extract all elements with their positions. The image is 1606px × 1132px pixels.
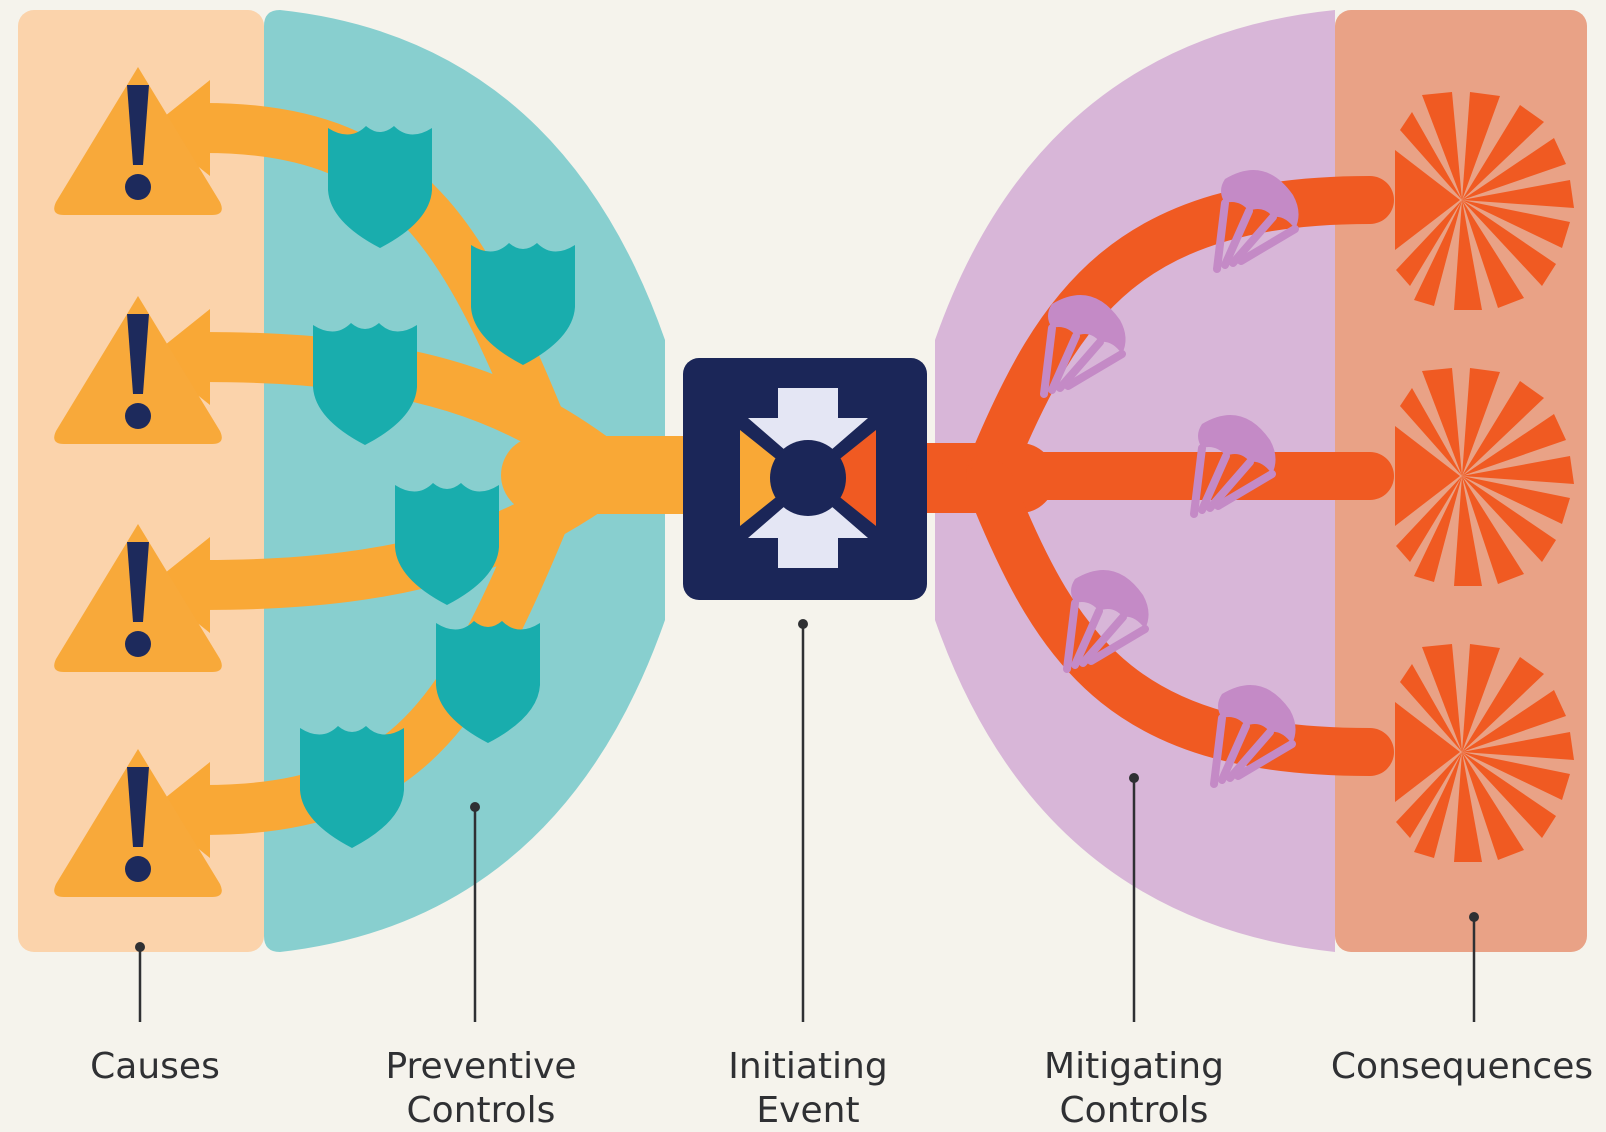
cause-flow-4 (180, 455, 585, 835)
cause-flow-1 (180, 103, 585, 495)
causes-panel (18, 10, 264, 952)
consequences-label: Consequences (1331, 1046, 1593, 1087)
cause-arrowheads (150, 80, 210, 858)
leader-lines (135, 619, 1479, 1022)
preventive-controls-label-line2: Controls (407, 1090, 556, 1131)
labels: Causes Preventive Controls Initiating Ev… (90, 1046, 1593, 1131)
compress-arrows-icon (748, 388, 868, 568)
initiating-event-label-line2: Event (756, 1090, 859, 1131)
consequence-arrowheads (1395, 150, 1460, 802)
preventive-controls-label-line1: Preventive (385, 1046, 576, 1087)
initiating-event-label-line1: Initiating (728, 1046, 887, 1087)
mitigating-controls-label-line2: Controls (1060, 1090, 1209, 1131)
causes-label: Causes (90, 1046, 220, 1087)
mitigating-controls-label-line1: Mitigating (1044, 1046, 1224, 1087)
consequence-flow-3 (966, 460, 1394, 776)
preventive-controls-panel (264, 10, 665, 952)
initiating-event-box (683, 358, 927, 600)
